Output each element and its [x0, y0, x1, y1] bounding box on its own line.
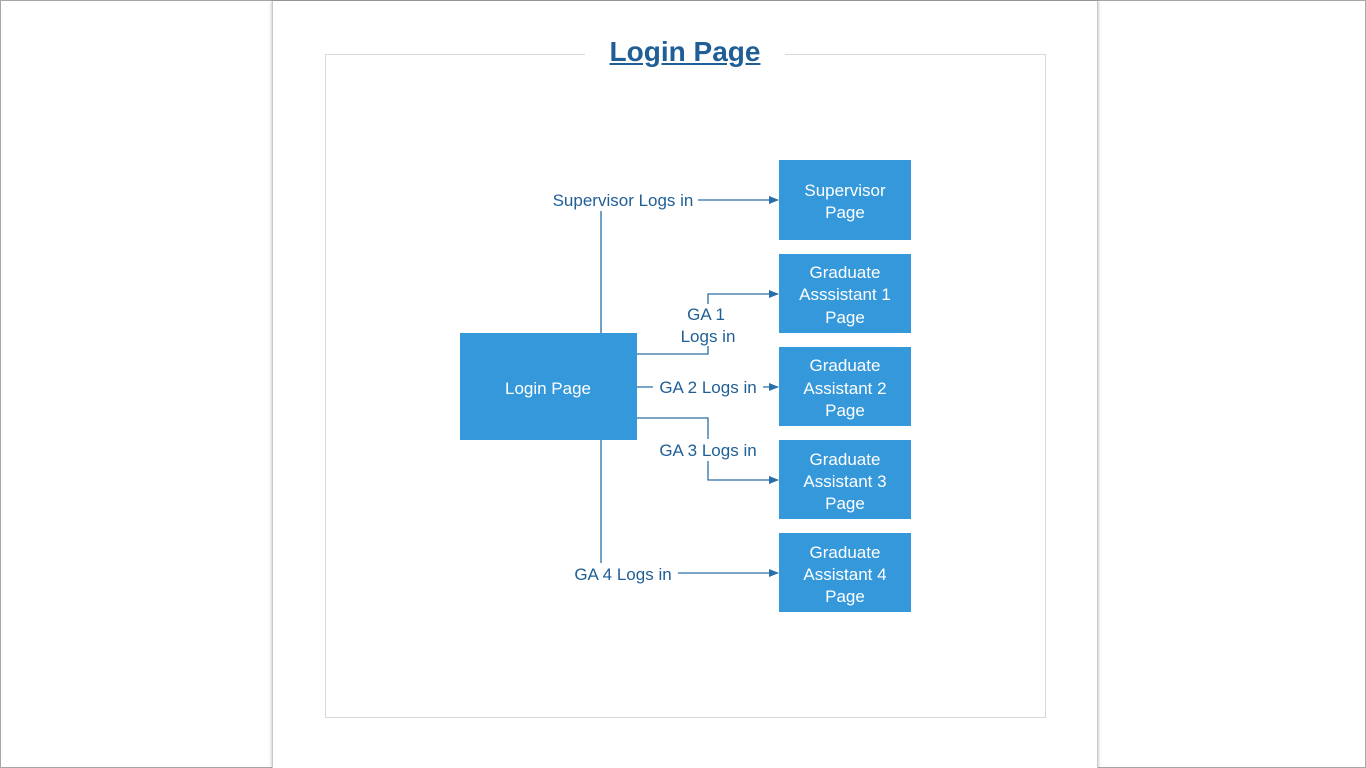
- svg-text:Graduate: Graduate: [810, 263, 881, 282]
- svg-text:GA 2 Logs in: GA 2 Logs in: [659, 378, 756, 397]
- svg-text:Page: Page: [825, 587, 865, 606]
- edge-label-ga4: GA 4 Logs in: [568, 563, 678, 585]
- svg-text:Page: Page: [825, 308, 865, 327]
- node-login-page[interactable]: Login Page: [460, 333, 637, 440]
- node-supervisor-page[interactable]: Supervisor Page: [779, 160, 911, 240]
- svg-text:GA 1: GA 1: [687, 305, 725, 324]
- svg-text:Page: Page: [825, 401, 865, 420]
- svg-text:Supervisor Logs in: Supervisor Logs in: [553, 191, 694, 210]
- svg-text:Page: Page: [825, 203, 865, 222]
- svg-text:Page: Page: [825, 494, 865, 513]
- svg-text:Graduate: Graduate: [810, 356, 881, 375]
- node-ga4-page[interactable]: Graduate Assistant 4 Page: [779, 533, 911, 612]
- node-ga1-page[interactable]: Graduate Asssistant 1 Page: [779, 254, 911, 333]
- svg-text:Login Page: Login Page: [505, 379, 591, 398]
- edge-label-supervisor: Supervisor Logs in: [548, 189, 698, 211]
- svg-text:Assistant 3: Assistant 3: [803, 472, 886, 491]
- edge-label-ga2: GA 2 Logs in: [653, 377, 763, 397]
- edge-label-ga1: GA 1 Logs in: [676, 304, 742, 346]
- svg-text:Asssistant 1: Asssistant 1: [799, 285, 891, 304]
- svg-text:Assistant 2: Assistant 2: [803, 379, 886, 398]
- svg-text:Graduate: Graduate: [810, 543, 881, 562]
- node-ga3-page[interactable]: Graduate Assistant 3 Page: [779, 440, 911, 519]
- svg-text:Graduate: Graduate: [810, 450, 881, 469]
- page-title: Login Page: [585, 36, 785, 68]
- svg-text:GA 3 Logs in: GA 3 Logs in: [659, 441, 756, 460]
- svg-text:Logs in: Logs in: [681, 327, 736, 346]
- svg-text:GA 4 Logs in: GA 4 Logs in: [574, 565, 671, 584]
- svg-text:Assistant 4: Assistant 4: [803, 565, 886, 584]
- node-ga2-page[interactable]: Graduate Assistant 2 Page: [779, 347, 911, 426]
- svg-text:Supervisor: Supervisor: [804, 181, 886, 200]
- edge-label-ga3: GA 3 Logs in: [653, 439, 763, 461]
